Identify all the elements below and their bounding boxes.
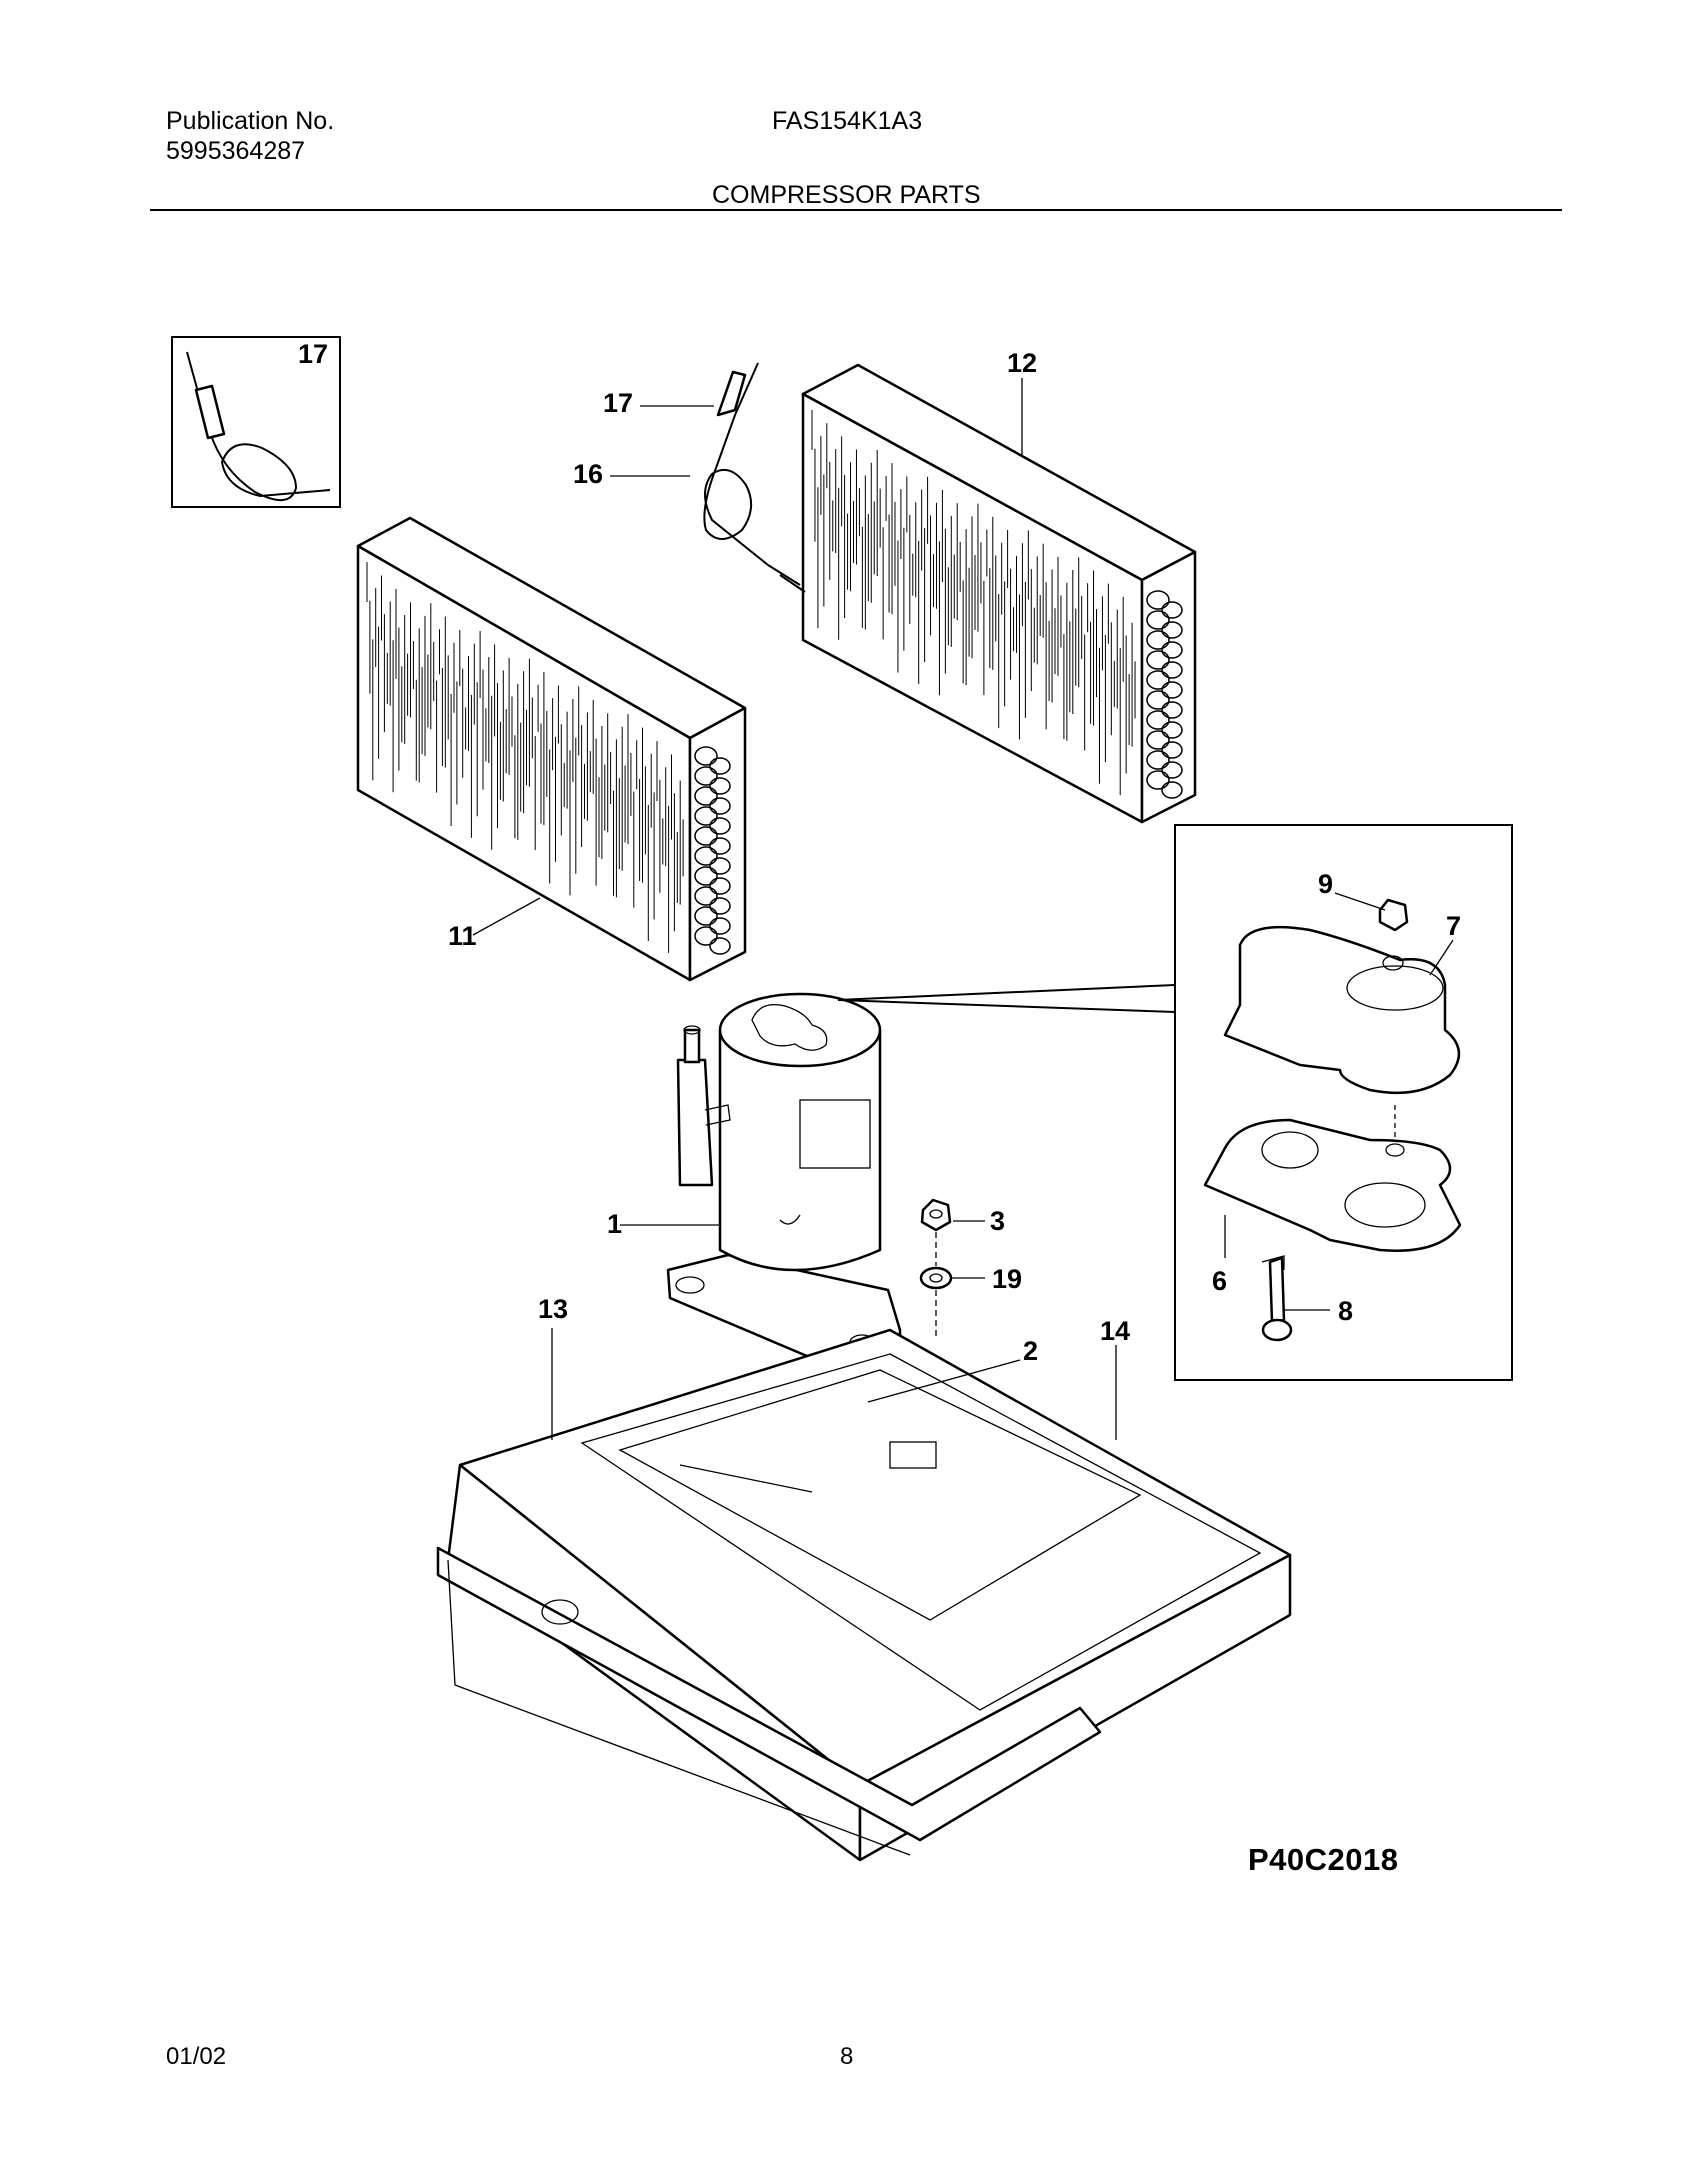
leader-lines	[472, 378, 1454, 1440]
header-rule	[150, 209, 1562, 211]
callout-14: 14	[1100, 1316, 1130, 1346]
callout-6: 6	[1212, 1266, 1227, 1296]
callout-7: 7	[1446, 911, 1461, 941]
callout-16: 16	[573, 459, 603, 489]
clip-drawing	[1261, 1255, 1293, 1342]
capillary-tube-16-17	[703, 362, 806, 593]
model-number: FAS154K1A3	[772, 107, 923, 135]
evaporator-coil-drawing	[356, 516, 747, 982]
page-number: 8	[840, 2043, 854, 2070]
nut-drawing	[1378, 898, 1409, 932]
gasket-drawing	[1203, 1118, 1462, 1252]
callout-11: 11	[448, 921, 477, 951]
footer-date: 01/02	[166, 2043, 227, 2070]
compressor-drawing	[666, 992, 902, 1372]
capillary-tube-drawing	[186, 351, 331, 501]
terminal-cover-detail-box	[837, 824, 1513, 1381]
callout-8: 8	[1338, 1296, 1353, 1326]
section-title: COMPRESSOR PARTS	[712, 181, 981, 209]
callout-12: 12	[1007, 348, 1037, 378]
terminal-cover-drawing	[1223, 925, 1460, 1095]
callout-1: 1	[607, 1209, 622, 1239]
publication-label: Publication No.	[166, 107, 335, 135]
drawing-code: P40C2018	[1248, 1842, 1399, 1877]
callout-3: 3	[990, 1206, 1005, 1236]
publication-number: 5995364287	[166, 137, 306, 165]
callout-19: 19	[992, 1264, 1022, 1294]
base-pan-drawing	[436, 1328, 1292, 1862]
callout-13: 13	[538, 1294, 568, 1324]
callout-17-inset: 17	[298, 339, 328, 369]
callout-9: 9	[1318, 869, 1333, 899]
inset-capillary-box	[171, 336, 341, 508]
callout-2: 2	[1023, 1336, 1038, 1366]
condenser-coil-drawing	[801, 363, 1197, 824]
callout-17: 17	[603, 388, 633, 418]
